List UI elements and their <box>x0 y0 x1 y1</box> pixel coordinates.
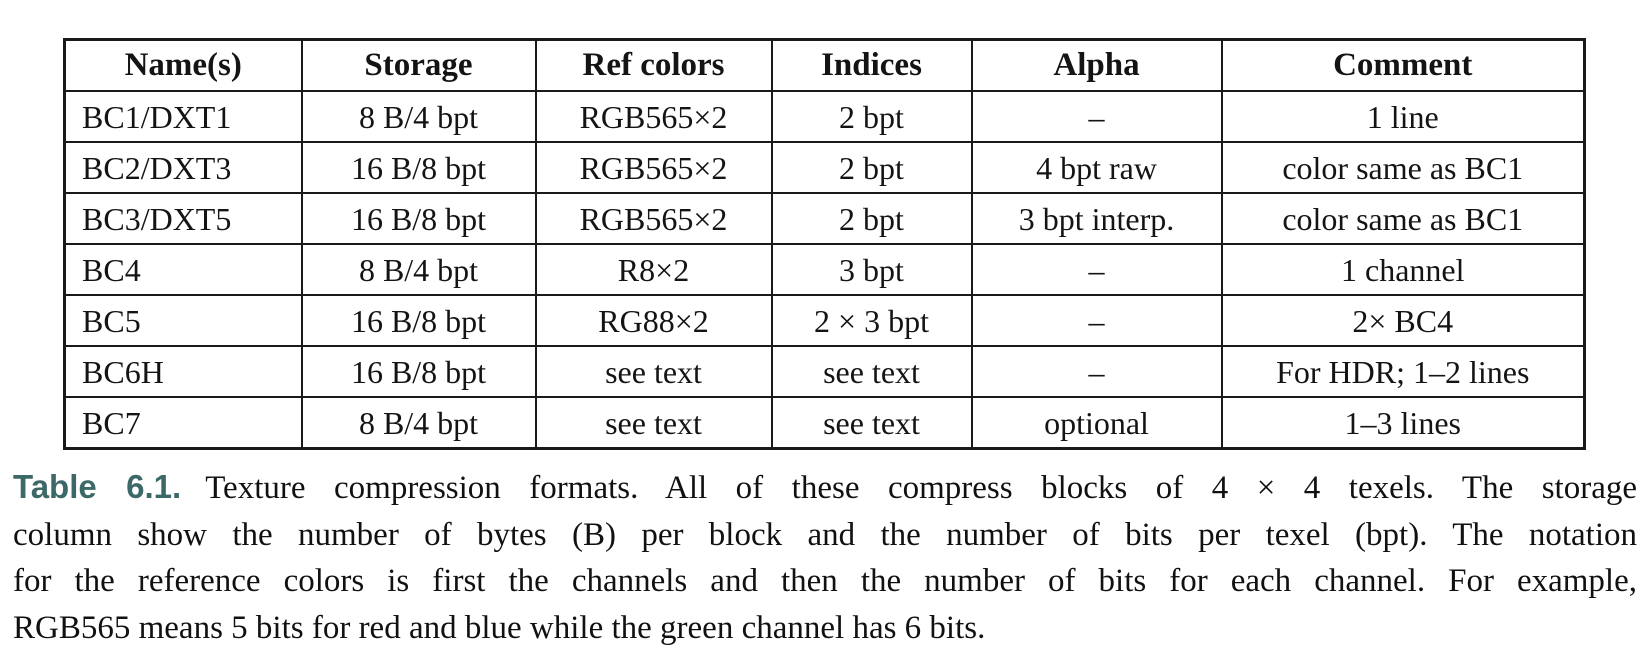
table-cell: 16 B/8 bpt <box>300 294 537 347</box>
table-cell: – <box>970 243 1223 296</box>
caption-line: RGB565 means 5 bits for red and blue whi… <box>13 609 986 646</box>
table-cell: BC7 <box>63 396 303 450</box>
table-cell: BC4 <box>63 243 303 296</box>
caption-label: Table 6.1. <box>13 468 182 505</box>
table-cell: BC3/DXT5 <box>63 192 303 245</box>
table-cell: 3 bpt <box>770 243 973 296</box>
table-cell: RGB565×2 <box>534 141 773 194</box>
caption-line: Table 6.1. Texture compression formats. A… <box>13 464 1637 512</box>
table-row: BC2/DXT3 16 B/8 bpt RGB565×2 2 bpt 4 bpt… <box>63 141 1586 194</box>
texture-compression-table: Name(s) Storage Ref colors Indices Alpha… <box>63 38 1586 450</box>
table-cell: 2× BC4 <box>1220 294 1586 347</box>
header-cell-alpha: Alpha <box>970 38 1223 92</box>
table-cell: see text <box>534 345 773 398</box>
table-cell: 2 bpt <box>770 141 973 194</box>
table-caption: Table 6.1. Texture compression formats. A… <box>13 464 1637 651</box>
table-cell: – <box>970 345 1223 398</box>
header-cell-names: Name(s) <box>63 38 303 92</box>
table-cell: BC6H <box>63 345 303 398</box>
table-row: BC5 16 B/8 bpt RG88×2 2 × 3 bpt – 2× BC4 <box>63 294 1586 347</box>
table-cell: – <box>970 90 1223 143</box>
table-cell: 8 B/4 bpt <box>300 243 537 296</box>
header-cell-comment: Comment <box>1220 38 1586 92</box>
table-row: BC6H 16 B/8 bpt see text see text – For … <box>63 345 1586 398</box>
caption-text: Texture compression formats. All of thes… <box>205 470 1637 506</box>
table-cell: 8 B/4 bpt <box>300 90 537 143</box>
table-cell: 8 B/4 bpt <box>300 396 537 450</box>
table-cell: color same as BC1 <box>1220 141 1586 194</box>
table-cell: BC5 <box>63 294 303 347</box>
table-cell: 3 bpt interp. <box>970 192 1223 245</box>
header-cell-storage: Storage <box>300 38 537 92</box>
table-cell: 1 channel <box>1220 243 1586 296</box>
header-cell-indices: Indices <box>770 38 973 92</box>
table-cell: BC1/DXT1 <box>63 90 303 143</box>
table-cell: R8×2 <box>534 243 773 296</box>
table-cell: RGB565×2 <box>534 90 773 143</box>
table-cell: 2 bpt <box>770 90 973 143</box>
table-row: BC3/DXT5 16 B/8 bpt RGB565×2 2 bpt 3 bpt… <box>63 192 1586 245</box>
table-cell: 16 B/8 bpt <box>300 192 537 245</box>
table-cell: 2 × 3 bpt <box>770 294 973 347</box>
header-cell-ref-colors: Ref colors <box>534 38 773 92</box>
table-row: BC4 8 B/4 bpt R8×2 3 bpt – 1 channel <box>63 243 1586 296</box>
caption-line: column show the number of bytes (B) per … <box>13 516 1637 553</box>
table-cell: For HDR; 1–2 lines <box>1220 345 1586 398</box>
table-cell: 4 bpt raw <box>970 141 1223 194</box>
table-cell: see text <box>770 396 973 450</box>
table-cell: color same as BC1 <box>1220 192 1586 245</box>
table-cell: RGB565×2 <box>534 192 773 245</box>
table-cell: see text <box>534 396 773 450</box>
table-header-row: Name(s) Storage Ref colors Indices Alpha… <box>63 38 1586 92</box>
table-cell: 1 line <box>1220 90 1586 143</box>
table-cell: optional <box>970 396 1223 450</box>
table-cell: RG88×2 <box>534 294 773 347</box>
table-cell: 2 bpt <box>770 192 973 245</box>
table-row: BC1/DXT1 8 B/4 bpt RGB565×2 2 bpt – 1 li… <box>63 90 1586 143</box>
table-cell: 16 B/8 bpt <box>300 345 537 398</box>
table-cell: 16 B/8 bpt <box>300 141 537 194</box>
table-cell: BC2/DXT3 <box>63 141 303 194</box>
table-cell: 1–3 lines <box>1220 396 1586 450</box>
table-row: BC7 8 B/4 bpt see text see text optional… <box>63 396 1586 450</box>
caption-line: for the reference colors is first the ch… <box>13 563 1637 599</box>
table-cell: – <box>970 294 1223 347</box>
table-cell: see text <box>770 345 973 398</box>
